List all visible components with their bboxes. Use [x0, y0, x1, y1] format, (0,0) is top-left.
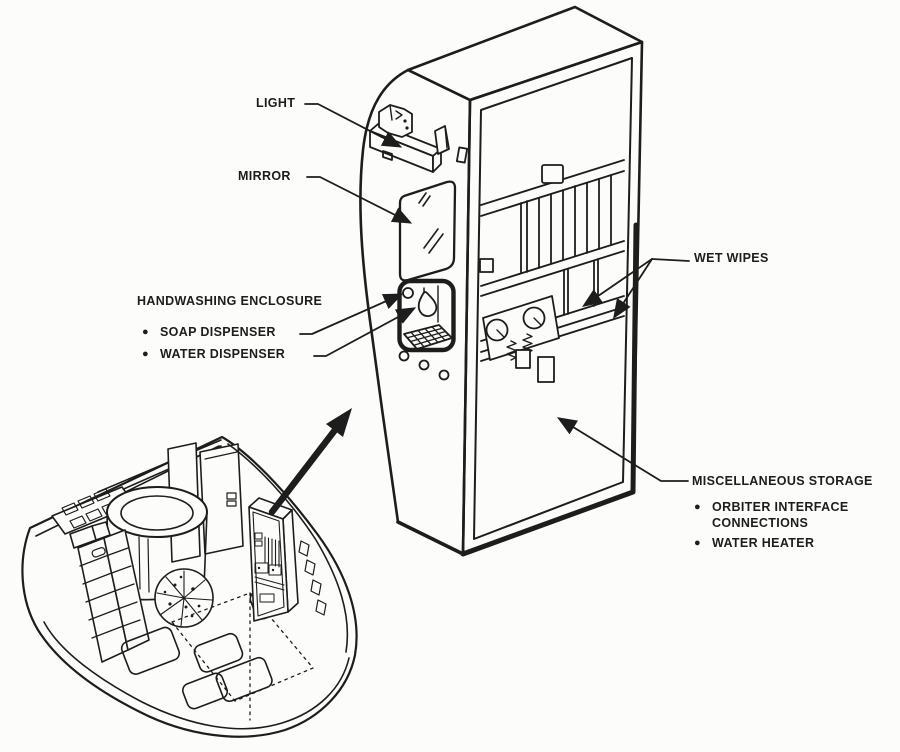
- restraint-socket: [398, 350, 410, 362]
- bullet-soap-dispenser: ● SOAP DISPENSER: [142, 325, 276, 341]
- bullet-water-heater: ● WATER HEATER: [694, 536, 814, 552]
- bullet-orbiter-interface-connections: ● ORBITER INTERFACE CONNECTIONS: [694, 500, 864, 531]
- bullet-icon: ●: [694, 537, 701, 549]
- bullet-icon: ●: [142, 348, 149, 360]
- bullet-icon: ●: [694, 501, 701, 513]
- water-dispenser-leader: [313, 307, 417, 357]
- wet-wipes-leader: [651, 258, 690, 262]
- label-handwashing-enclosure: HANDWASHING ENCLOSURE: [137, 294, 323, 308]
- handwashing-enclosure: [397, 278, 456, 353]
- light-fixture: [369, 104, 450, 173]
- water-dispenser-nozzle: [417, 291, 438, 317]
- label-wet-wipes: WET WIPES: [694, 251, 769, 265]
- label-light: LIGHT: [256, 96, 296, 110]
- mirror-panel: [398, 180, 457, 282]
- dispenser-valve-panel: [482, 295, 560, 361]
- wet-wipes-rack: [538, 174, 612, 269]
- bullet-water-dispenser: ● WATER DISPENSER: [142, 347, 285, 363]
- wet-wipes-leader-a: [582, 258, 653, 308]
- middeck-cutaway: [21, 435, 358, 738]
- misc-storage-leader: [556, 417, 689, 482]
- restraint-socket: [438, 369, 450, 381]
- bullet-soap-dispenser-text: SOAP DISPENSER: [160, 325, 276, 339]
- floor-guide-lines: [171, 592, 314, 721]
- bullet-icon: ●: [142, 326, 149, 338]
- hygiene-station-cabinet: [359, 5, 644, 557]
- soap-dispenser-leader: [299, 293, 404, 335]
- callout-leader-lines: [299, 103, 690, 482]
- label-mirror: MIRROR: [238, 169, 291, 183]
- waste-fan-sphere: [154, 568, 214, 628]
- soap-dispenser-port: [402, 287, 414, 299]
- bullet-water-dispenser-text: WATER DISPENSER: [160, 347, 286, 361]
- light-leader: [304, 103, 403, 148]
- corner-latch: [455, 146, 469, 164]
- storage-locker-stack: [69, 521, 150, 663]
- bullet-orbiter-interface-text: ORBITER INTERFACE CONNECTIONS: [712, 500, 849, 530]
- mirror-leader: [306, 176, 413, 224]
- location-arrow: [268, 408, 352, 516]
- hygiene-station-location-panel: [248, 497, 299, 622]
- label-miscellaneous-storage: MISCELLANEOUS STORAGE: [692, 474, 873, 488]
- restraint-socket: [418, 359, 430, 371]
- bullet-water-heater-text: WATER HEATER: [712, 536, 815, 550]
- wet-wipes-leader-b: [613, 258, 653, 320]
